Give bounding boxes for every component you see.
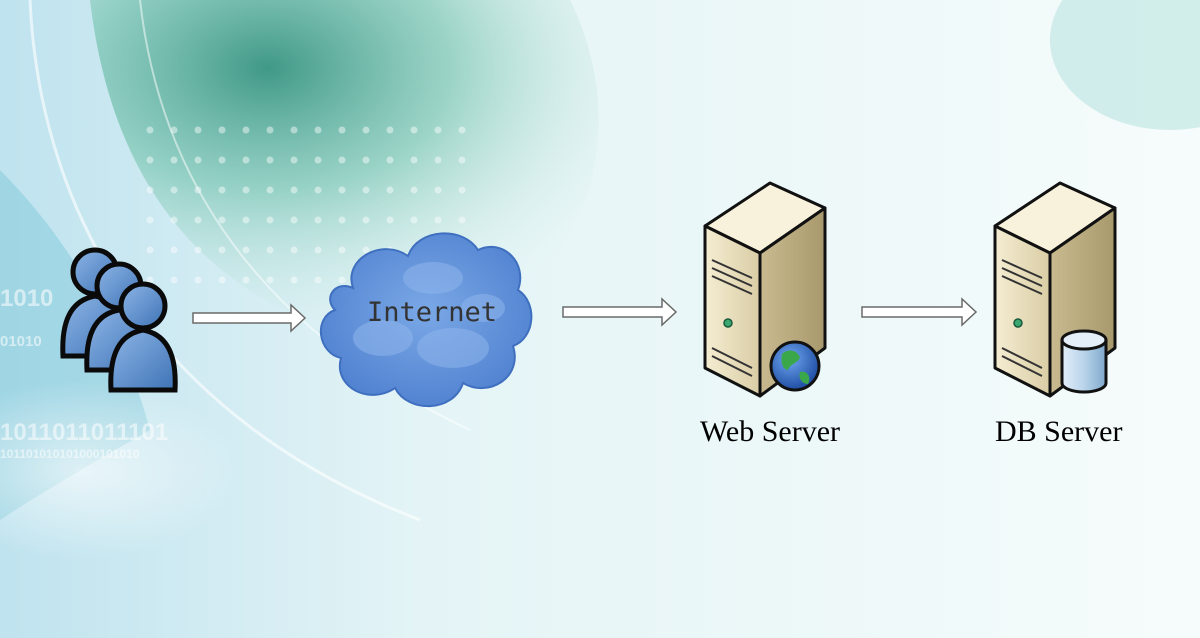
background-dot [242,246,250,254]
background-dot [410,186,418,194]
background-dot [434,216,442,224]
background-dot [242,216,250,224]
background-dot [218,186,226,194]
binary-text: 101101010101000101010 [0,447,140,461]
background-dot [170,276,178,284]
background-dot [338,276,346,284]
background-dot [242,186,250,194]
background-dot [194,276,202,284]
background-dot [386,186,394,194]
background-dot [458,216,466,224]
background-dot [410,156,418,164]
internet-label: Internet [367,297,498,328]
users-icon [60,247,178,393]
background-dot [218,216,226,224]
background-dot [410,216,418,224]
background-dot [386,126,394,134]
background-dot [314,276,322,284]
background-dot [170,216,178,224]
connector-arrow-users-to-internet [192,303,307,333]
background-dot [194,186,202,194]
background-dot [218,126,226,134]
background-dot [146,246,154,254]
background-dot [290,156,298,164]
background-dot [434,156,442,164]
db-server-label: DB Server [995,415,1123,448]
background-dot [146,126,154,134]
background-dot [458,186,466,194]
background-dot [314,186,322,194]
background-dot [338,156,346,164]
background-dot [170,186,178,194]
background-dot [362,216,370,224]
background-dot [194,246,202,254]
connector-arrow-web-to-db [861,297,978,327]
background-dot [218,156,226,164]
background-dot [266,126,274,134]
background-dot [146,156,154,164]
background-corner-glow [1050,0,1200,130]
background-dot [266,156,274,164]
server-globe-icon [703,181,827,398]
background-dot [362,126,370,134]
background-dot [458,126,466,134]
background-dot [314,216,322,224]
background-dot [290,186,298,194]
background-dot [362,186,370,194]
background-dot [266,276,274,284]
connector-arrow-internet-to-web [562,297,678,327]
binary-text: 01010 [0,333,42,350]
binary-text: 1011011011101 [0,419,168,446]
background-dot [242,156,250,164]
cloud-icon [319,232,533,408]
binary-text: 1010 [0,285,53,312]
background-dot [338,186,346,194]
background-dot [266,246,274,254]
background-binary: 1010 01010 1011011011101 101101010101000… [0,285,168,461]
background-dot [170,156,178,164]
background-dot [266,216,274,224]
background-dot [242,126,250,134]
background-dot [194,126,202,134]
background-dot [458,156,466,164]
background-dot [386,216,394,224]
web-server-label: Web Server [700,415,841,448]
background-dot [338,216,346,224]
background-dot [170,126,178,134]
background-dot [434,126,442,134]
background-dot [290,216,298,224]
background-dot [290,276,298,284]
background-dot [194,216,202,224]
background-dot [146,216,154,224]
background-glow [0,380,240,560]
background-dot [362,156,370,164]
background-dot [410,126,418,134]
background-dot [218,246,226,254]
background-dot [146,276,154,284]
background-dot [290,246,298,254]
background-dot [314,126,322,134]
background-dot [314,156,322,164]
background-dot [386,156,394,164]
background-dot [290,126,298,134]
background-dot [362,246,370,254]
background-dot [170,246,178,254]
background-dot [434,186,442,194]
background-dot [242,276,250,284]
background-dot [266,186,274,194]
background-dot [314,246,322,254]
server-database-icon [993,181,1117,398]
background-dot [338,246,346,254]
background-dot [338,126,346,134]
background-dot [194,156,202,164]
background-dot [146,186,154,194]
background-dot [218,276,226,284]
